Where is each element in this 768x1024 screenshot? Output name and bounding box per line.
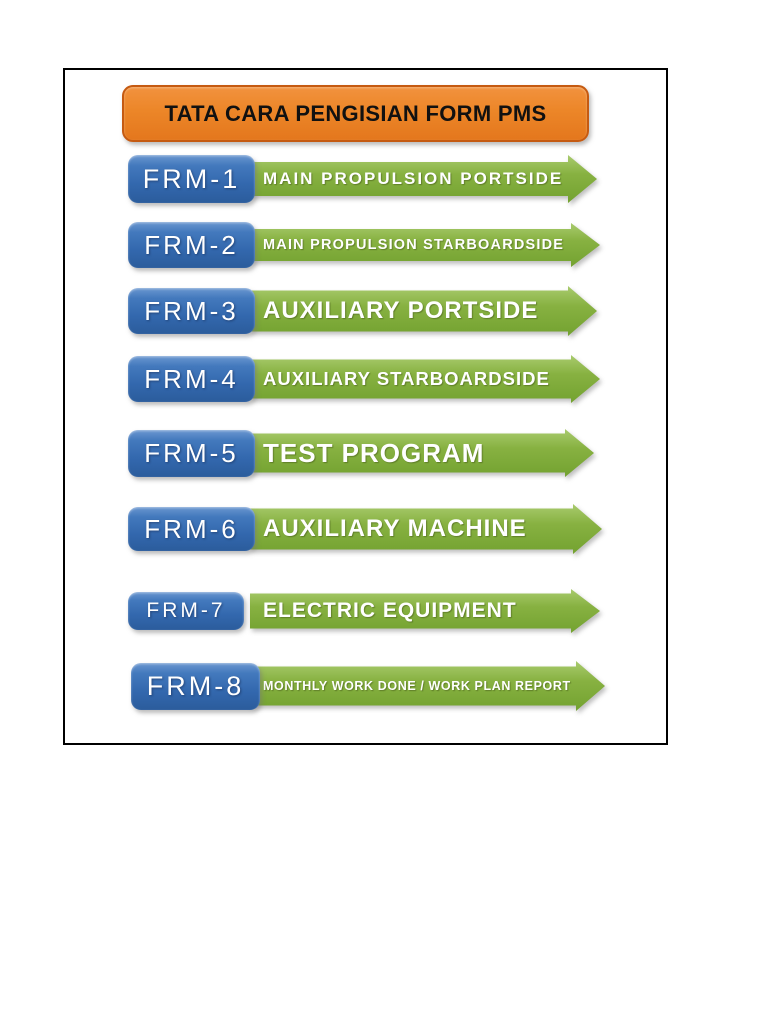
frm-7-box: FRM-7 xyxy=(128,592,244,630)
frm-2-label: FRM-2 xyxy=(144,229,239,260)
frm-1-box: FRM-1 xyxy=(128,155,255,203)
frm-1-label: FRM-1 xyxy=(142,163,241,194)
diagram-title-box: TATA CARA PENGISIAN FORM PMS xyxy=(122,85,589,142)
diagram-title: TATA CARA PENGISIAN FORM PMS xyxy=(164,100,547,126)
arrow-frm-2: MAIN PROPULSION STARBOARDSIDE xyxy=(250,223,600,267)
frm-4-label: FRM-4 xyxy=(144,363,239,394)
arrow-frm-1: MAIN PROPULSION PORTSIDE xyxy=(250,155,597,203)
arrow-frm-6-label: AUXILIARY MACHINE xyxy=(263,515,527,542)
arrow-frm-4: AUXILIARY STARBOARDSIDE xyxy=(250,355,600,403)
arrow-frm-8: MONTHLY WORK DONE / WORK PLAN REPORT xyxy=(250,661,605,711)
frm-5-box: FRM-5 xyxy=(128,430,255,477)
arrow-frm-6: AUXILIARY MACHINE xyxy=(250,504,602,554)
arrow-frm-1-label: MAIN PROPULSION PORTSIDE xyxy=(263,169,564,188)
arrow-frm-3-label: AUXILIARY PORTSIDE xyxy=(263,297,539,324)
arrow-frm-5: TEST PROGRAM xyxy=(250,429,594,477)
frm-2-box: FRM-2 xyxy=(128,222,255,268)
arrow-frm-1-shape: MAIN PROPULSION PORTSIDE xyxy=(250,155,597,203)
arrow-frm-3: AUXILIARY PORTSIDE xyxy=(250,286,597,336)
frm-4-box: FRM-4 xyxy=(128,356,255,402)
arrow-frm-7-label: ELECTRIC EQUIPMENT xyxy=(263,599,517,622)
arrow-frm-6-shape: AUXILIARY MACHINE xyxy=(250,504,602,554)
arrow-frm-2-shape: MAIN PROPULSION STARBOARDSIDE xyxy=(250,223,600,267)
arrow-frm-4-label: AUXILIARY STARBOARDSIDE xyxy=(263,368,550,389)
arrow-frm-8-shape: MONTHLY WORK DONE / WORK PLAN REPORT xyxy=(250,661,605,711)
frm-3-box: FRM-3 xyxy=(128,288,255,334)
arrow-frm-7-shape: ELECTRIC EQUIPMENT xyxy=(250,589,600,633)
frm-8-box: FRM-8 xyxy=(131,663,260,710)
frm-8-label: FRM-8 xyxy=(146,671,245,701)
frm-5-label: FRM-5 xyxy=(144,438,239,468)
arrow-frm-5-shape: TEST PROGRAM xyxy=(250,429,594,477)
arrow-frm-2-label: MAIN PROPULSION STARBOARDSIDE xyxy=(263,237,565,253)
arrow-frm-5-label: TEST PROGRAM xyxy=(263,437,485,468)
frm-6-label: FRM-6 xyxy=(144,513,239,544)
arrow-frm-4-shape: AUXILIARY STARBOARDSIDE xyxy=(250,355,600,403)
frm-7-label: FRM-7 xyxy=(146,599,226,622)
arrow-frm-3-shape: AUXILIARY PORTSIDE xyxy=(250,286,597,336)
arrow-frm-7: ELECTRIC EQUIPMENT xyxy=(250,589,600,633)
frm-6-box: FRM-6 xyxy=(128,507,255,551)
arrow-frm-8-label: MONTHLY WORK DONE / WORK PLAN REPORT xyxy=(263,679,571,693)
frm-3-label: FRM-3 xyxy=(144,295,239,326)
